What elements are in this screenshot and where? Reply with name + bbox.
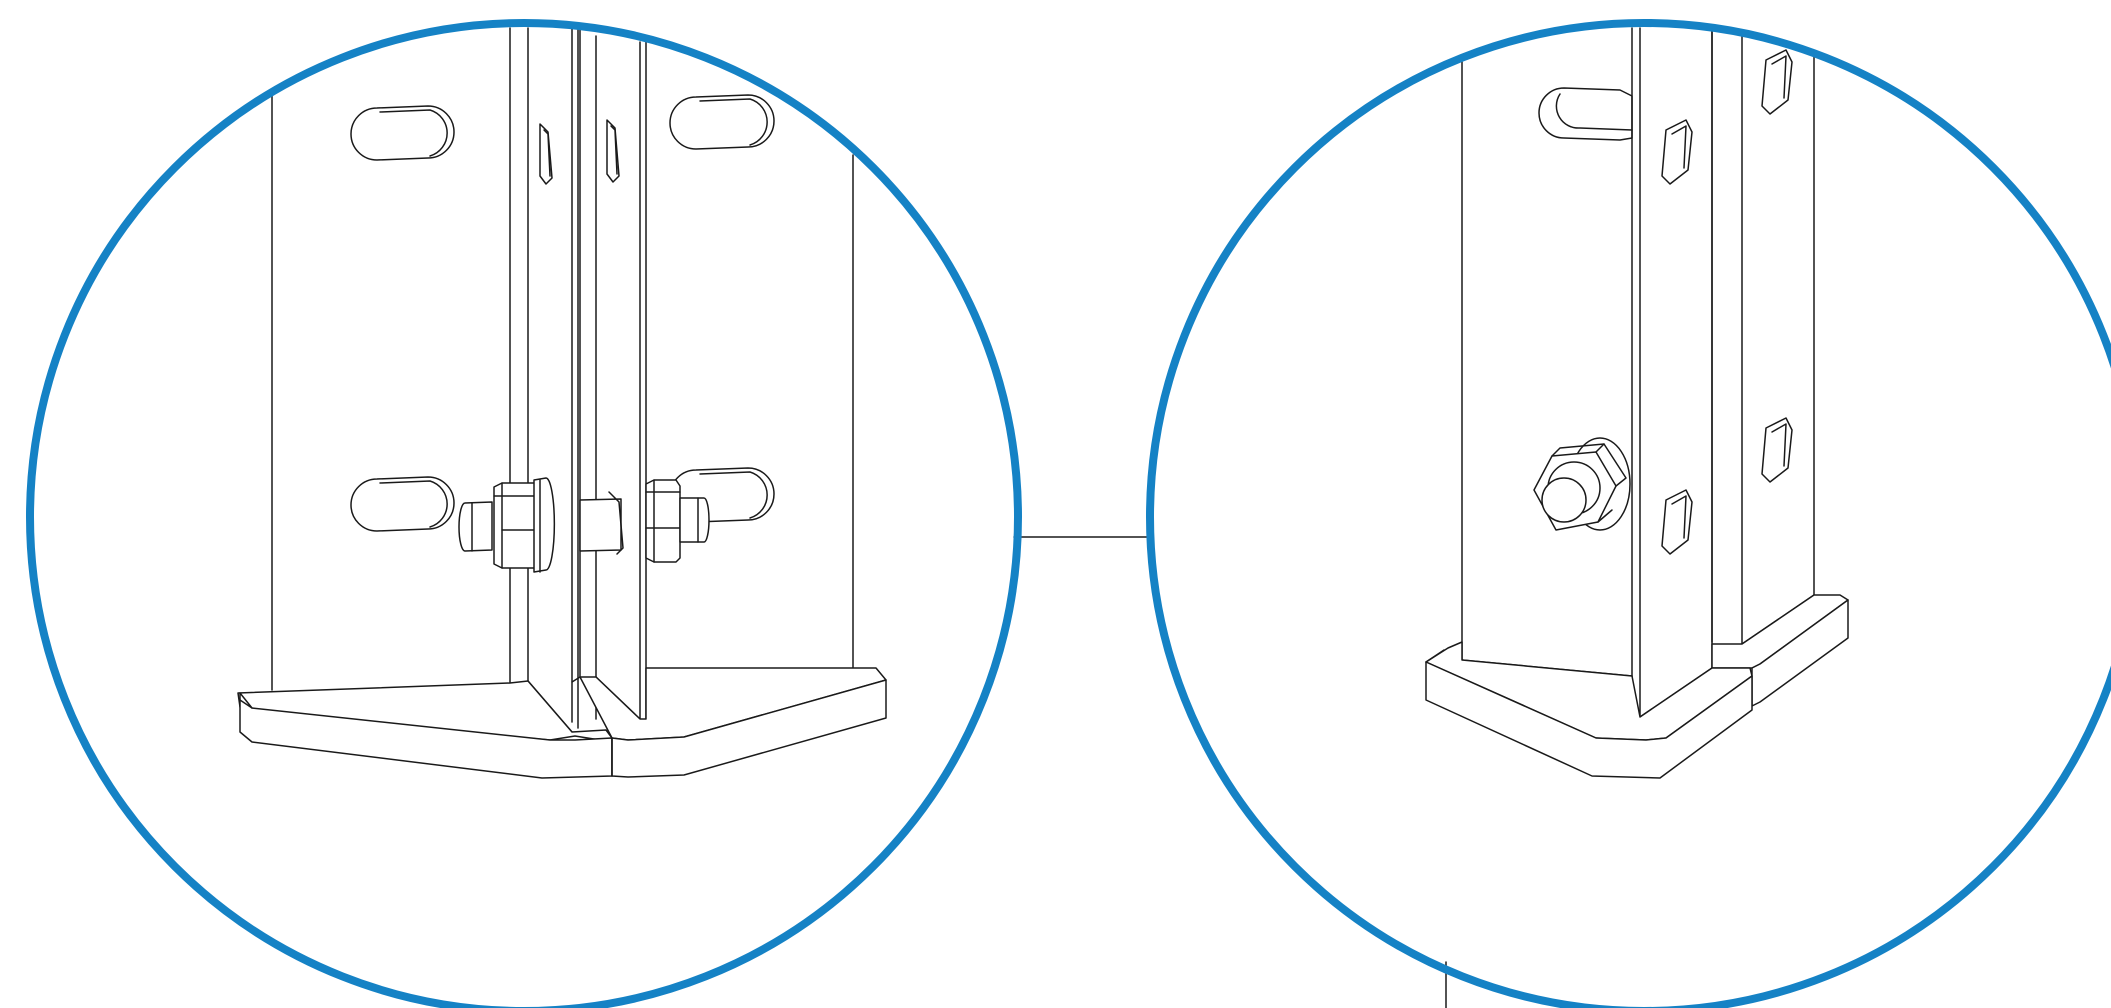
callout-ring-left (26, 19, 1022, 1008)
left-detail (237, 27, 887, 779)
flange-slots (1661, 49, 1793, 555)
hex-bolt (1533, 437, 1631, 531)
callout-ring-right (1146, 19, 2111, 1008)
flange-slot-right (606, 119, 620, 183)
slot-hole-top-right (669, 94, 775, 150)
left-upright-web (271, 27, 529, 691)
left-base-plate (237, 680, 613, 779)
right-upright-flange (579, 27, 854, 720)
bolt-assembly (458, 477, 710, 573)
back-upright (1711, 27, 1815, 645)
front-upright (1461, 27, 1713, 718)
slot-hole-bottom-left (350, 476, 455, 532)
flange-slot-left (539, 123, 553, 185)
slot-hole-web (1538, 87, 1633, 141)
right-base-plate (571, 667, 887, 778)
front-base-plate (1425, 641, 1753, 779)
right-detail (1425, 27, 1849, 779)
left-upright-flange (527, 27, 579, 733)
slot-hole-top-left (350, 105, 455, 161)
